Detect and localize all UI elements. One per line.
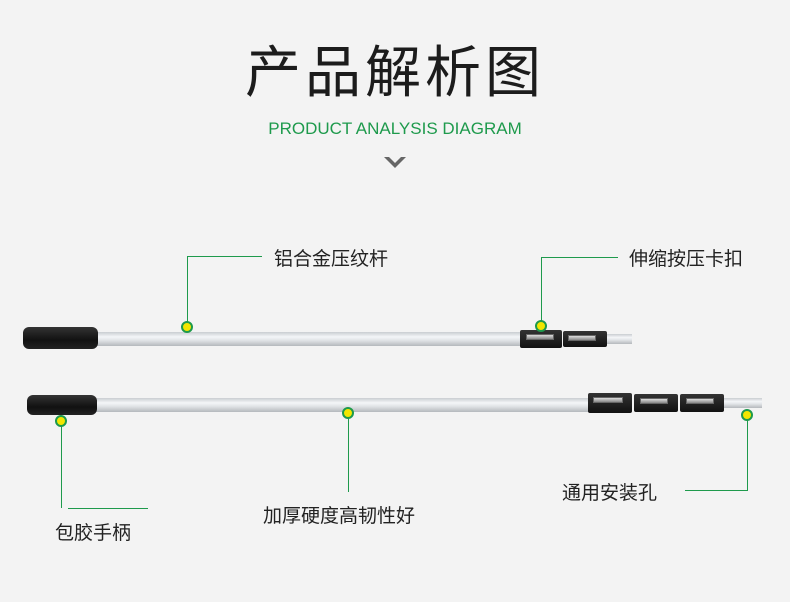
label-pressed-tube: 铝合金压纹杆 [274,248,389,270]
pole-tip [605,334,632,344]
clamp [680,394,724,412]
callout-line [61,422,62,508]
marker-dot-icon [342,407,354,419]
clamp [634,394,678,412]
marker-dot-icon [535,320,547,332]
callout-line [68,508,148,509]
label-mount-hole: 通用安装孔 [562,482,658,504]
callout-line [747,416,748,491]
page-title: 产品解析图 [245,41,545,106]
callout-line [541,257,542,321]
label-press-clip: 伸缩按压卡扣 [629,248,744,270]
pole-tube [95,332,525,346]
page-subtitle: PRODUCT ANALYSIS DIAGRAM [268,119,522,138]
marker-dot-icon [55,415,67,427]
callout-line [187,256,188,322]
pole-tip [720,398,762,408]
label-thick-tube: 加厚硬度高韧性好 [263,505,416,527]
callout-line [348,414,349,492]
clamp [588,393,632,413]
callout-line [685,490,748,491]
callout-line [541,257,618,258]
pole-grip [23,327,98,349]
label-rubber-grip: 包胶手柄 [55,522,132,544]
marker-dot-icon [741,409,753,421]
callout-line [187,256,262,257]
marker-dot-icon [181,321,193,333]
pole-tube [95,398,595,412]
clamp [520,330,562,348]
pole-grip [27,395,97,415]
clamp [563,331,607,347]
